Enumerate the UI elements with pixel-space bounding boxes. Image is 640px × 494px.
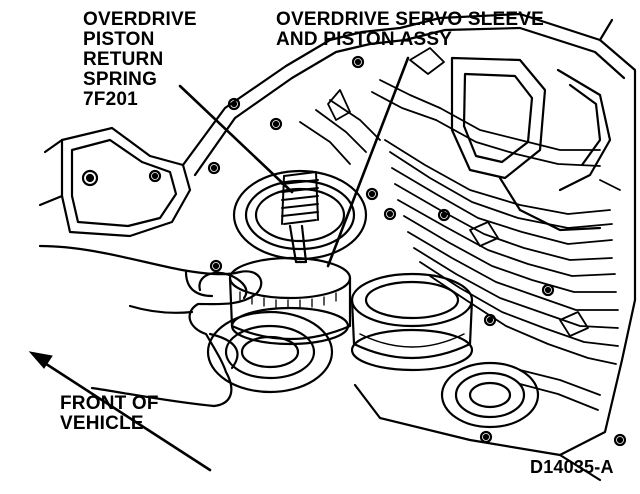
front-arrow <box>38 358 212 472</box>
piston-return-spring-label: OVERDRIVE PISTON RETURN SPRING 7F201 <box>83 10 197 110</box>
finger-tip <box>198 271 234 292</box>
return-spring-coil <box>281 171 319 225</box>
front-arrow-head <box>28 351 53 369</box>
label-line: 7F201 <box>83 89 138 110</box>
lower-bore-inner <box>224 324 316 380</box>
label-line: VEHICLE <box>60 413 144 434</box>
valve-housing <box>450 56 547 180</box>
case-left-flange-inner <box>70 138 178 228</box>
label-line: OVERDRIVE SERVO SLEEVE <box>276 9 545 30</box>
front-of-vehicle-label: FRONT OF VEHICLE <box>60 394 159 434</box>
accumulator-side <box>350 298 474 360</box>
leader-spring <box>178 84 294 194</box>
servo-rod <box>288 224 308 264</box>
leader-sleeve <box>326 56 410 268</box>
servo-sleeve-label: OVERDRIVE SERVO SLEEVE AND PISTON ASSY <box>276 10 544 50</box>
figure-id: D14035-A <box>530 457 614 477</box>
label-line: SPRING <box>83 69 158 90</box>
case-left-flange <box>60 126 192 238</box>
label-line: PISTON <box>83 29 155 50</box>
case-bolt <box>81 169 99 187</box>
servo-piston-side <box>228 276 352 341</box>
label-line: OVERDRIVE <box>83 9 197 30</box>
servo-piston-top <box>228 256 352 300</box>
hand-outline <box>38 244 263 408</box>
label-line: RETURN <box>83 49 164 70</box>
case-body-outline <box>181 12 637 457</box>
lower-bore-outer <box>206 310 334 394</box>
label-line: FRONT OF <box>60 393 159 414</box>
label-line: AND PISTON ASSY <box>276 29 453 50</box>
lower-right-bore-outer <box>440 361 540 429</box>
